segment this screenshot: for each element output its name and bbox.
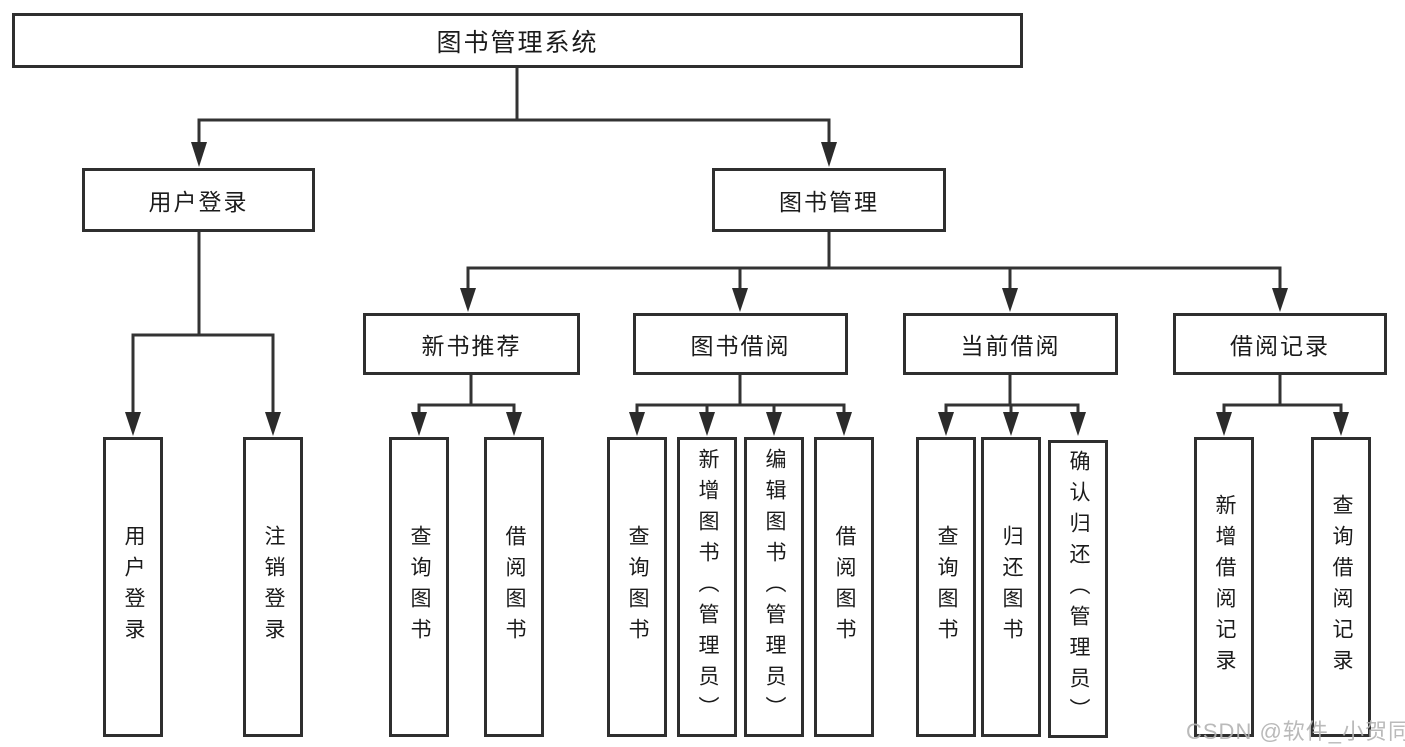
leaf-query-borrow-record: 查询借阅记录: [1311, 437, 1371, 737]
leaf-borrow-books-recommend-label: 借阅图书: [503, 525, 527, 649]
leaf-add-books-admin-label: 新增图书（管理员）: [696, 447, 720, 727]
leaf-edit-books-admin-label: 编辑图书（管理员）: [763, 447, 787, 727]
node-new-book-recommend: 新书推荐: [363, 313, 580, 375]
csdn-watermark: CSDN @软件_小贺同学: [1186, 719, 1405, 744]
leaf-add-borrow-record: 新增借阅记录: [1194, 437, 1254, 737]
leaf-confirm-return-admin: 确认归还（管理员）: [1048, 440, 1108, 738]
node-book-management-label: 图书管理: [779, 189, 879, 215]
leaf-edit-books-admin: 编辑图书（管理员）: [744, 437, 804, 737]
leaf-borrow-books: 借阅图书: [814, 437, 874, 737]
leaf-confirm-return-admin-label: 确认归还（管理员）: [1067, 449, 1091, 729]
leaf-query-books-borrow-label: 查询图书: [626, 525, 650, 649]
node-book-management: 图书管理: [712, 168, 946, 232]
leaf-query-books-borrow: 查询图书: [607, 437, 667, 737]
node-user-login-label: 用户登录: [148, 189, 249, 215]
node-library-system: 图书管理系统: [12, 13, 1023, 68]
leaf-query-books-current-label: 查询图书: [935, 525, 959, 649]
node-library-system-label: 图书管理系统: [436, 28, 599, 57]
leaf-logout-label: 注销登录: [262, 525, 286, 649]
leaf-return-books-label: 归还图书: [1000, 525, 1024, 649]
node-current-borrow: 当前借阅: [903, 313, 1118, 375]
leaf-user-login-label: 用户登录: [122, 525, 146, 649]
node-user-login: 用户登录: [82, 168, 315, 232]
node-new-book-recommend-label: 新书推荐: [421, 333, 522, 359]
leaf-return-books: 归还图书: [981, 437, 1041, 737]
node-book-borrow: 图书借阅: [633, 313, 848, 375]
leaf-query-books-recommend: 查询图书: [389, 437, 449, 737]
arrowheads: [125, 142, 1349, 436]
node-borrow-records: 借阅记录: [1173, 313, 1387, 375]
leaf-logout: 注销登录: [243, 437, 303, 737]
leaf-query-books-current: 查询图书: [916, 437, 976, 737]
node-borrow-records-label: 借阅记录: [1230, 333, 1330, 359]
leaf-query-borrow-record-label: 查询借阅记录: [1330, 494, 1354, 680]
leaf-user-login: 用户登录: [103, 437, 163, 737]
leaf-borrow-books-recommend: 借阅图书: [484, 437, 544, 737]
node-book-borrow-label: 图书借阅: [690, 333, 791, 359]
leaf-borrow-books-label: 借阅图书: [833, 525, 857, 649]
leaf-query-books-recommend-label: 查询图书: [408, 525, 432, 649]
leaf-add-borrow-record-label: 新增借阅记录: [1213, 494, 1237, 680]
node-current-borrow-label: 当前借阅: [960, 333, 1061, 359]
leaf-add-books-admin: 新增图书（管理员）: [677, 437, 737, 737]
